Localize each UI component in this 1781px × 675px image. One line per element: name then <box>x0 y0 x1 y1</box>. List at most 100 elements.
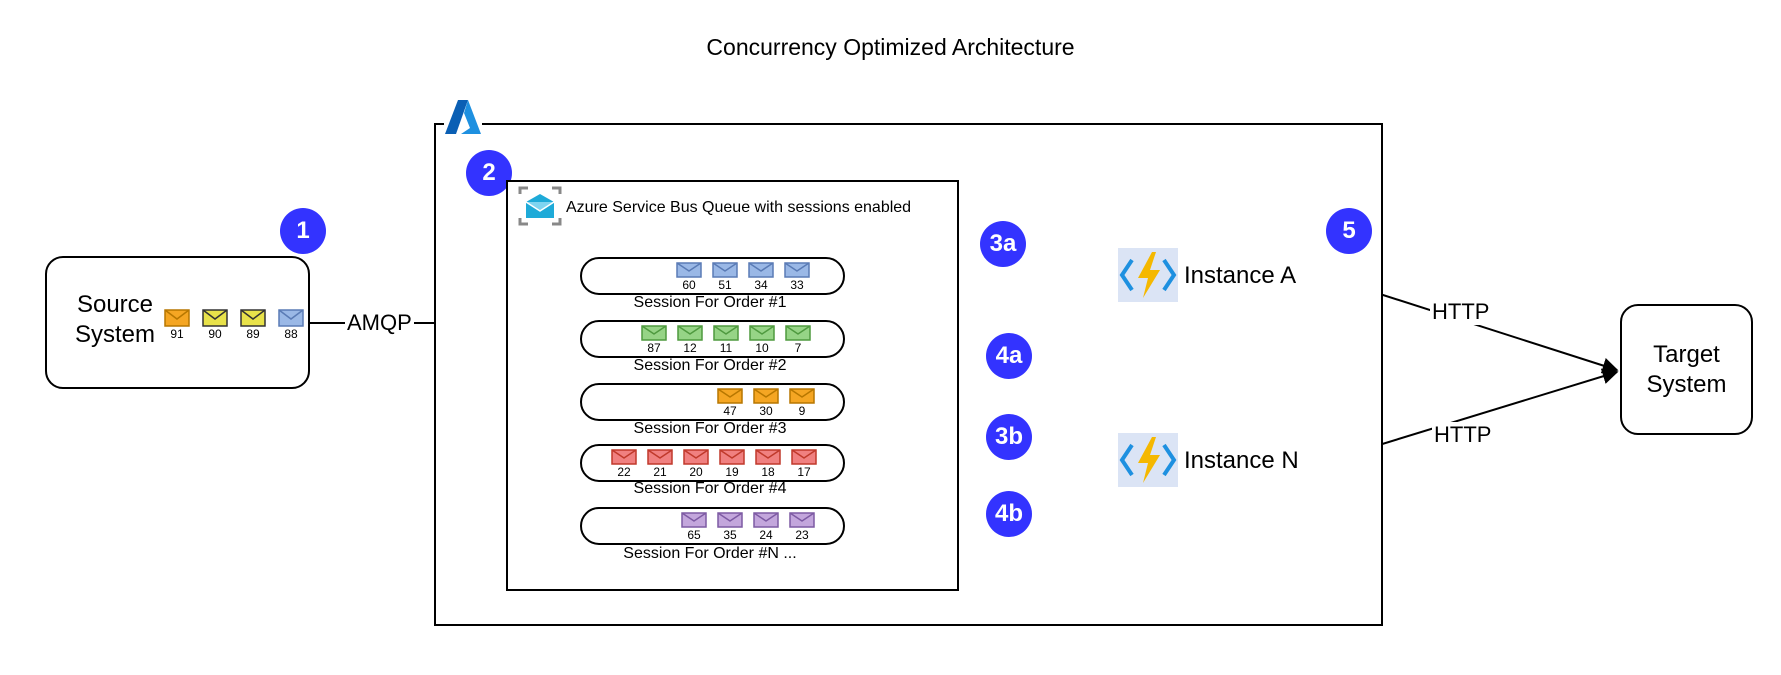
message-envelope: 12 <box>676 325 704 354</box>
envelope-icon <box>755 449 781 465</box>
message-envelope: 35 <box>716 512 744 541</box>
message-id: 89 <box>246 327 260 341</box>
message-envelope: 87 <box>640 325 668 354</box>
azure-logo-icon <box>444 99 482 140</box>
envelope-icon <box>611 449 637 465</box>
envelope-icon <box>791 449 817 465</box>
session-label: Session For Order #3 <box>633 420 787 437</box>
step-badge-4a: 4a <box>986 333 1032 379</box>
envelope-icon <box>278 309 304 327</box>
message-id: 21 <box>653 465 667 479</box>
session-messages: 65 35 24 23 <box>680 512 816 541</box>
message-id: 47 <box>723 404 737 418</box>
session-label: Session For Order #4 <box>633 480 787 497</box>
envelope-icon <box>647 449 673 465</box>
envelope-icon <box>784 262 810 278</box>
message-id: 22 <box>617 465 631 479</box>
session-messages: 47 30 9 <box>716 388 816 417</box>
envelope-icon <box>164 309 190 327</box>
message-id: 90 <box>208 327 222 341</box>
message-envelope: 88 <box>277 309 305 340</box>
envelope-icon <box>785 325 811 341</box>
step-badge-4b: 4b <box>986 491 1032 537</box>
message-envelope: 60 <box>675 262 703 291</box>
message-envelope: 11 <box>712 325 740 354</box>
message-id: 11 <box>719 341 733 355</box>
envelope-icon <box>240 309 266 327</box>
message-id: 9 <box>798 404 806 418</box>
session-label: Session For Order #N ... <box>623 545 797 562</box>
message-envelope: 89 <box>239 309 267 340</box>
source-system-label: Source System <box>60 290 170 350</box>
message-envelope: 51 <box>711 262 739 291</box>
envelope-icon <box>789 512 815 528</box>
source-line2: System <box>74 321 155 348</box>
message-envelope: 34 <box>747 262 775 291</box>
service-bus-icon <box>518 186 562 231</box>
target-system-box: Target System <box>1620 304 1753 435</box>
queue-title: Azure Service Bus Queue with sessions en… <box>566 199 912 216</box>
azure-function-icon <box>1118 433 1178 487</box>
source-messages: 91 90 89 88 <box>163 309 305 340</box>
message-id: 7 <box>794 341 802 355</box>
message-envelope: 18 <box>754 449 782 478</box>
session-label: Session For Order #2 <box>633 357 787 374</box>
step-badge-2: 2 <box>466 150 512 196</box>
envelope-icon <box>717 388 743 404</box>
http-label-n: HTTP <box>1432 422 1494 448</box>
envelope-icon <box>677 325 703 341</box>
message-envelope: 47 <box>716 388 744 417</box>
envelope-icon <box>712 262 738 278</box>
message-envelope: 21 <box>646 449 674 478</box>
envelope-icon <box>719 449 745 465</box>
message-envelope: 19 <box>718 449 746 478</box>
envelope-icon <box>641 325 667 341</box>
source-line1: Source <box>76 291 154 318</box>
message-id: 34 <box>754 278 768 292</box>
message-envelope: 90 <box>201 309 229 340</box>
message-id: 20 <box>689 465 703 479</box>
target-line1: Target <box>1653 340 1720 368</box>
instance-a-label: Instance A <box>1184 262 1297 289</box>
message-id: 10 <box>755 341 769 355</box>
message-envelope: 9 <box>788 388 816 417</box>
message-id: 87 <box>647 341 661 355</box>
session-messages: 60 51 34 33 <box>675 262 811 291</box>
message-envelope: 24 <box>752 512 780 541</box>
message-id: 12 <box>683 341 697 355</box>
envelope-icon <box>681 512 707 528</box>
session-messages: 22 21 20 19 18 17 <box>610 449 818 478</box>
message-id: 23 <box>795 528 809 542</box>
envelope-icon <box>713 325 739 341</box>
target-line2: System <box>1646 370 1727 398</box>
message-envelope: 33 <box>783 262 811 291</box>
message-id: 30 <box>759 404 773 418</box>
envelope-icon <box>789 388 815 404</box>
message-id: 19 <box>725 465 739 479</box>
envelope-icon <box>683 449 709 465</box>
http-label-a: HTTP <box>1430 299 1492 325</box>
amqp-label: AMQP <box>345 310 414 336</box>
envelope-icon <box>753 388 779 404</box>
envelope-icon <box>749 325 775 341</box>
message-id: 17 <box>797 465 811 479</box>
diagram-title: Concurrency Optimized Architecture <box>706 34 1075 60</box>
step-badge-5: 5 <box>1326 208 1372 254</box>
message-id: 60 <box>682 278 696 292</box>
message-envelope: 7 <box>784 325 812 354</box>
envelope-icon <box>202 309 228 327</box>
step-badge-3a: 3a <box>980 221 1026 267</box>
message-envelope: 23 <box>788 512 816 541</box>
message-envelope: 30 <box>752 388 780 417</box>
message-envelope: 22 <box>610 449 638 478</box>
envelope-icon <box>748 262 774 278</box>
message-envelope: 20 <box>682 449 710 478</box>
message-id: 18 <box>761 465 775 479</box>
session-label: Session For Order #1 <box>633 294 787 311</box>
azure-function-icon <box>1118 248 1178 302</box>
message-id: 88 <box>284 327 298 341</box>
message-id: 65 <box>687 528 701 542</box>
message-envelope: 10 <box>748 325 776 354</box>
step-badge-1: 1 <box>280 208 326 254</box>
message-id: 24 <box>759 528 773 542</box>
